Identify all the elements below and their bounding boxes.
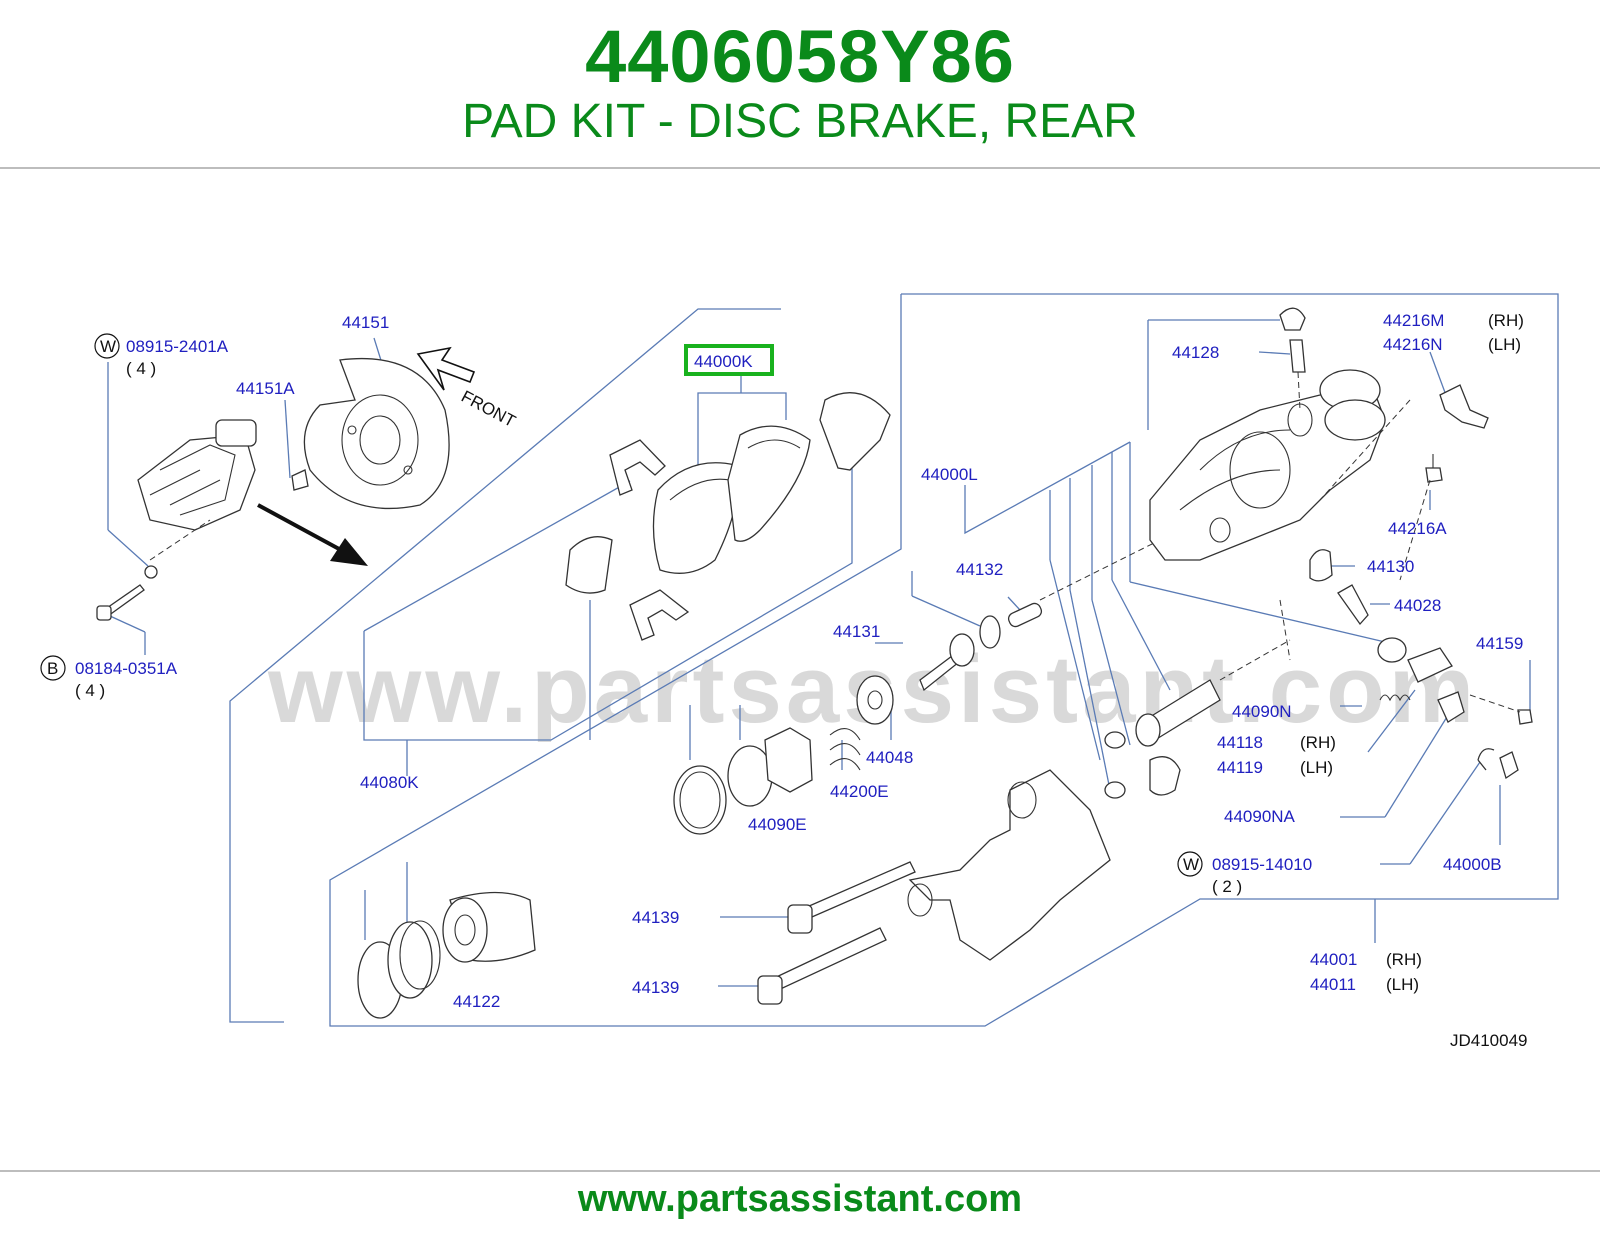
component-drawings: FRONT (96, 307, 1533, 1019)
part-number-title: 4406058Y86 (585, 15, 1015, 98)
label-08915-2401A: 08915-2401A (126, 337, 229, 356)
label-44028: 44028 (1394, 596, 1441, 615)
label-44090E: 44090E (748, 815, 807, 834)
footer-divider (0, 1170, 1600, 1172)
rh-44216M: (RH) (1488, 311, 1524, 330)
diagram-code: JD410049 (1450, 1031, 1528, 1050)
label-08184-0351A: 08184-0351A (75, 659, 178, 678)
bracket-lines (107, 293, 1559, 1027)
label-44000B: 44000B (1443, 855, 1502, 874)
label-44048: 44048 (866, 748, 913, 767)
qty-08915-14010: ( 2 ) (1212, 877, 1242, 896)
label-44139-lower: 44139 (632, 978, 679, 997)
part-description: PAD KIT - DISC BRAKE, REAR (462, 95, 1138, 148)
label-08915-14010: 08915-14010 (1212, 855, 1312, 874)
qty-08184-0351A: ( 4 ) (75, 681, 105, 700)
label-44159: 44159 (1476, 634, 1523, 653)
footer-url[interactable]: www.partsassistant.com (577, 1178, 1023, 1220)
label-44090N: 44090N (1232, 702, 1292, 721)
label-44131: 44131 (833, 622, 880, 641)
label-44216N: 44216N (1383, 335, 1443, 354)
washer-symbol-letter-2: W (1183, 855, 1199, 874)
washer-symbol-letter: W (100, 337, 116, 356)
caliper-assembly-small (96, 419, 309, 621)
caliper-body-large (1149, 369, 1386, 561)
label-44130: 44130 (1367, 557, 1414, 576)
label-44132: 44132 (956, 560, 1003, 579)
part-labels: 44151 44151A W 08915-2401A ( 4 ) B 08184… (40, 311, 1528, 1050)
label-44216A: 44216A (1388, 519, 1447, 538)
lh-44011: (LH) (1386, 975, 1419, 994)
rh-44118: (RH) (1300, 733, 1336, 752)
label-44000L: 44000L (921, 465, 978, 484)
label-44200E: 44200E (830, 782, 889, 801)
highlight-box (684, 344, 774, 376)
lh-44119: (LH) (1300, 758, 1333, 777)
label-44139-upper: 44139 (632, 908, 679, 927)
label-44090NA: 44090NA (1224, 807, 1296, 826)
label-44151A: 44151A (236, 379, 295, 398)
bolt-symbol-icon (40, 655, 66, 681)
label-44080K: 44080K (360, 773, 419, 792)
label-44128: 44128 (1172, 343, 1219, 362)
label-44119: 44119 (1217, 758, 1263, 777)
rh-44001: (RH) (1386, 950, 1422, 969)
label-44000K: 44000K (694, 352, 753, 371)
label-44011: 44011 (1310, 975, 1356, 994)
label-44122: 44122 (453, 992, 500, 1011)
label-44151: 44151 (342, 313, 389, 332)
qty-08915-2401A: ( 4 ) (126, 359, 156, 378)
lh-44216N: (LH) (1488, 335, 1521, 354)
backing-plate (303, 357, 450, 510)
front-label: FRONT (458, 387, 519, 431)
washer-symbol-icon-2 (1177, 851, 1203, 877)
bolt-symbol-letter: B (47, 659, 58, 678)
label-44001: 44001 (1310, 950, 1357, 969)
header-divider (0, 167, 1600, 169)
label-44118: 44118 (1217, 733, 1263, 752)
washer-symbol-icon (94, 333, 120, 359)
label-44216M: 44216M (1383, 311, 1444, 330)
